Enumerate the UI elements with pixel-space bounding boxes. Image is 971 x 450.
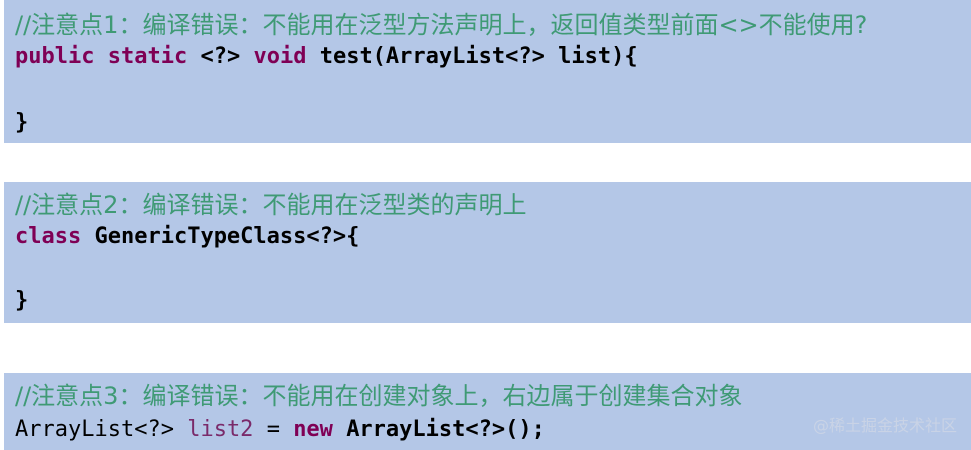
code-line-object-creation: ArrayList<?> list2 = new ArrayList<?>(); <box>15 415 545 445</box>
class-name: GenericTypeClass<?>{ <box>94 224 360 249</box>
declared-type: ArrayList<?> <box>15 417 174 442</box>
comment-line: //注意点2：编译错误：不能用在泛型类的声明上 <box>15 191 527 219</box>
keyword-new: new <box>293 417 333 442</box>
code-block-1: //注意点1：编译错误：不能用在泛型方法声明上，返回值类型前面<>不能使用? p… <box>4 0 971 143</box>
keyword-public: public <box>15 44 95 69</box>
code-line-class-declaration: class GenericTypeClass<?>{ <box>15 222 359 252</box>
watermark: @稀土掘金技术社区 <box>812 416 957 435</box>
assignment-operator: = <box>266 417 280 442</box>
comment-line: //注意点1：编译错误：不能用在泛型方法声明上，返回值类型前面<>不能使用? <box>15 11 868 39</box>
keyword-static: static <box>107 44 188 69</box>
comment-line: //注意点3：编译错误：不能用在创建对象上，右边属于创建集合对象 <box>15 382 743 410</box>
variable-name: list2 <box>187 417 254 442</box>
closing-brace: } <box>15 110 29 135</box>
code-block-2: //注意点2：编译错误：不能用在泛型类的声明上 class GenericTyp… <box>4 182 971 323</box>
closing-brace: } <box>15 288 29 313</box>
method-signature: test(ArrayList<?> list){ <box>319 44 638 69</box>
keyword-class: class <box>15 224 82 249</box>
constructor-call: ArrayList<?>(); <box>346 417 545 442</box>
code-line-method-declaration: public static <?> void test(ArrayList<?>… <box>15 42 638 72</box>
keyword-void: void <box>253 44 307 69</box>
wildcard-type-parameter: <?> <box>200 44 241 69</box>
code-block-3: //注意点3：编译错误：不能用在创建对象上，右边属于创建集合对象 ArrayLi… <box>4 373 971 450</box>
